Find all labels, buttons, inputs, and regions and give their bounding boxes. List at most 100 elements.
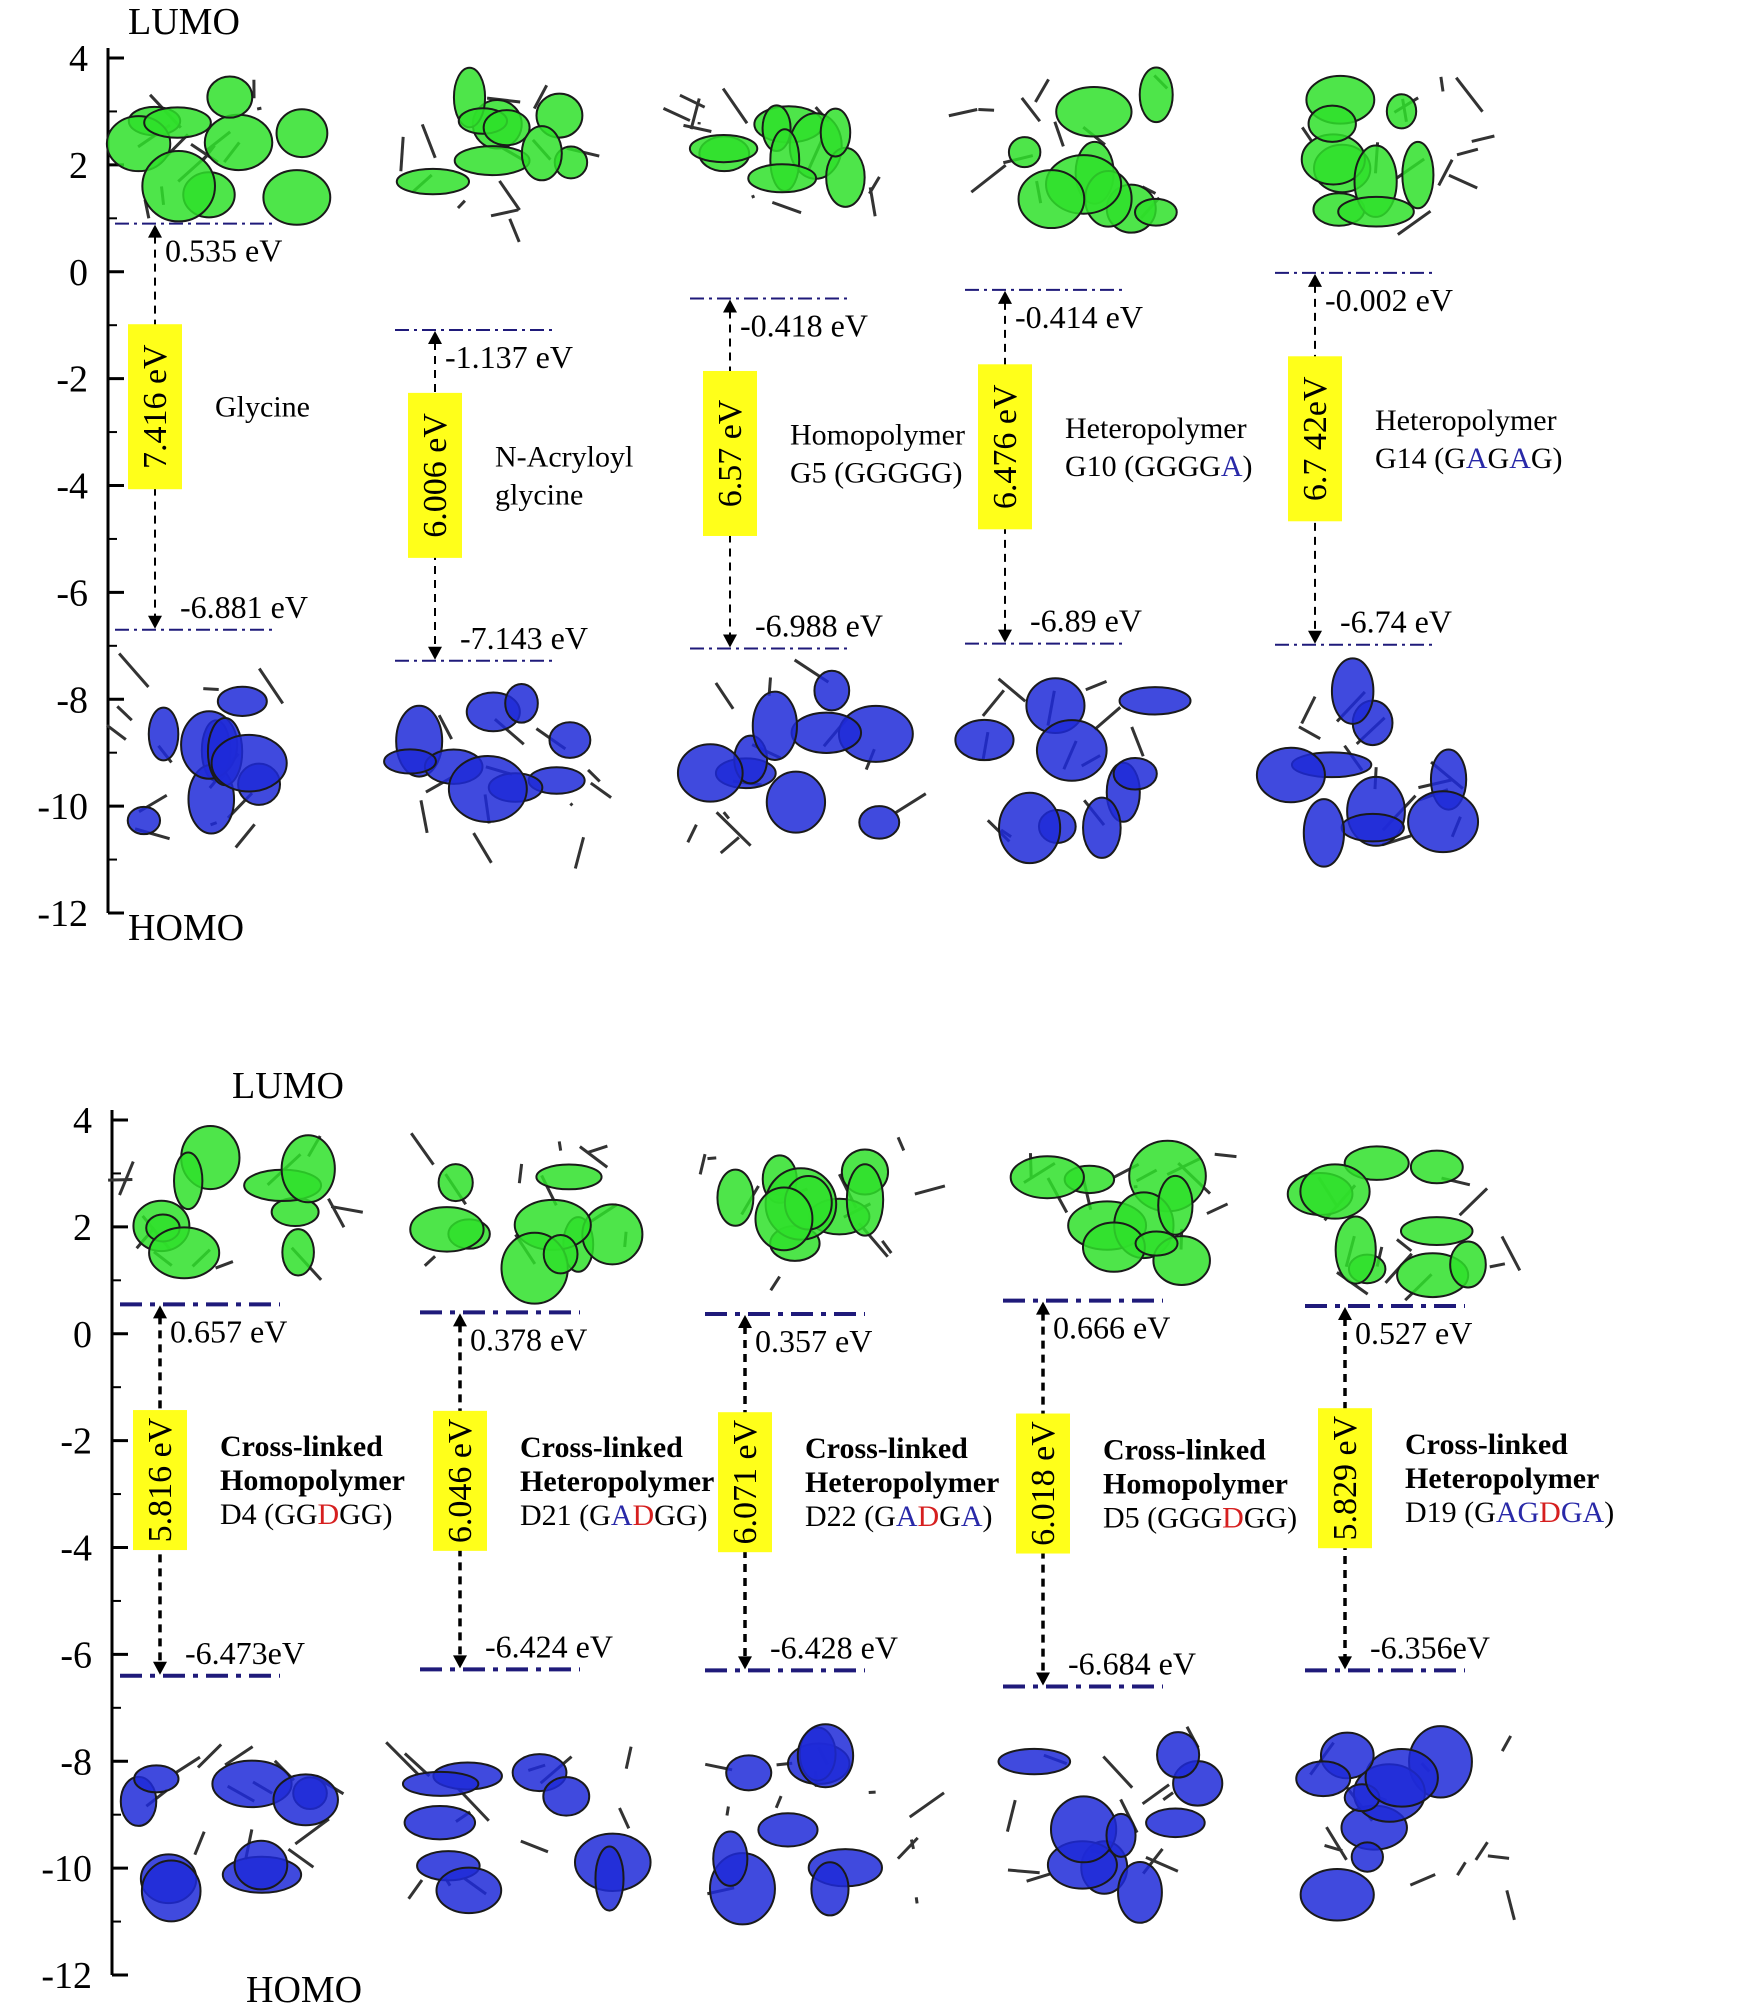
bond-stick [587,1144,608,1154]
bond-stick [224,1745,254,1767]
molecule-name-segment: Cross-linked [1103,1434,1266,1467]
y-tick-label: -8 [56,679,88,721]
y-tick-label: 2 [69,145,88,187]
orbital-lobe [140,1859,202,1923]
bond-stick [683,123,712,133]
bond-stick [423,1255,437,1267]
y-tick-label: 0 [69,252,88,294]
orbital-lobe [1105,1812,1137,1858]
orbital-lobe [1082,796,1122,859]
homo-energy-label: -6.473eV [185,1635,305,1671]
gap-arrow-head-up [723,299,737,313]
molecule-name-label: D4 (GGDGG) [220,1498,393,1531]
orbital-lobe [504,682,539,724]
homo-section-label: HOMO [128,907,244,949]
molecule-name-segment: D [1222,1502,1244,1535]
bond-stick [1505,1890,1516,1921]
bond-stick [1005,1799,1017,1832]
molecule-name-segment: Heteropolymer [805,1466,999,1499]
bond-stick [1093,706,1122,731]
lumo-section-label: LUMO [128,1,240,43]
bond-stick [908,1791,945,1819]
bond-stick [1489,1262,1506,1269]
molecule-name-segment: ) [983,1500,993,1533]
homo-energy-label: -6.988 eV [755,607,883,643]
orbital-lobe [1407,790,1480,854]
bond-stick [774,1795,783,1809]
homo-energy-label: -6.356eV [1370,1629,1490,1665]
orbital-lobe [403,1805,477,1841]
bond-stick [1214,1152,1237,1159]
gap-value-box [1318,1408,1372,1549]
orbital-lobe [997,1747,1072,1776]
orbital-lobe [126,805,162,836]
molecule-name-segment: Homopolymer [220,1464,405,1497]
bond-stick [868,176,881,195]
bond-stick [407,1879,424,1900]
molecule-name-segment: Homopolymer [790,418,965,451]
molecule-name-segment: Homopolymer [1103,1468,1288,1501]
bond-stick [662,107,691,122]
orbital-lobe [272,1773,339,1827]
orbital-lobe [1145,1807,1206,1839]
bond-stick [896,1136,906,1152]
gap-arrow-head-down [998,629,1012,643]
lumo-energy-label: -1.137 eV [445,339,573,375]
homo-orbital-icon [106,652,288,849]
bond-stick [707,1156,717,1161]
bond-stick [472,832,493,864]
orbital-lobe [148,1226,221,1280]
bond-stick [1145,1856,1179,1873]
bond-stick [714,682,735,710]
lumo-energy-label: -0.002 eV [1325,282,1453,318]
lumo-orbital-icon [1286,1145,1522,1302]
gap-value-box [718,1412,772,1553]
molecule-name-segment: G10 (GGGG [1065,450,1221,483]
homo-orbital-icon [954,677,1192,865]
homo-energy-label: -7.143 eV [460,620,588,656]
gap-arrow-head-down [723,634,737,648]
bond-stick [679,93,706,109]
orbital-lobe [1399,1216,1474,1247]
bond-stick [719,836,740,855]
orbital-lobe [1337,195,1415,228]
bond-stick [106,724,127,741]
gap-value-label: 5.816 eV [142,1417,179,1542]
orbital-lobe [520,125,563,182]
lumo-energy-label: 0.527 eV [1355,1315,1472,1351]
molecule-name-segment: A [1221,450,1243,483]
bond-stick [520,1839,549,1854]
homo-energy-label: -6.89 eV [1030,603,1142,639]
bond-stick [1301,126,1314,143]
gap-value-label: 5.829 eV [1327,1415,1364,1540]
orbital-lobe [1138,66,1174,124]
gap-value-box [433,1410,487,1551]
molecule-column: 6.018 eV0.666 eV-6.684 eVCross-linkedHom… [997,1139,1297,1924]
bond-stick [215,1260,234,1270]
lumo-orbital-icon [105,75,332,226]
bond-stick [589,781,612,799]
bond-stick [517,1163,524,1184]
bond-stick [1455,76,1484,113]
bond-stick [715,811,752,847]
molecule-name-segment: GG) [654,1499,707,1532]
orbital-lobe [280,1134,336,1204]
orbital-lobe [1035,719,1108,782]
molecule-name-segment: glycine [495,478,583,511]
orbital-lobe [954,718,1015,762]
homo-orbital-icon [119,1743,345,1923]
y-tick-label: -6 [56,572,88,614]
bond-stick [1437,159,1454,187]
bond-stick [1053,121,1065,147]
molecule-name-label: Homopolymer [1103,1468,1288,1501]
molecule-name-segment: G14 (G [1375,442,1466,475]
bond-stick [419,800,429,834]
orbital-lobe [858,805,901,840]
bond-stick [1458,1187,1489,1217]
gap-arrow-head-up [153,1305,167,1319]
orbital-lobe [395,167,471,196]
lumo-orbital-icon [108,1125,364,1281]
orbital-lobe [716,1168,755,1227]
